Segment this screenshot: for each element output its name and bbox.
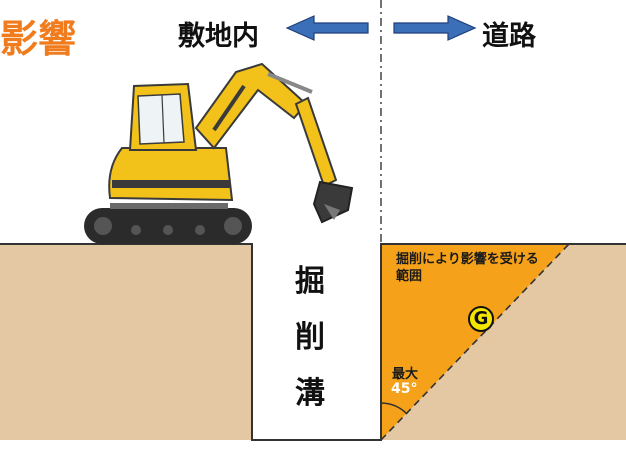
ground-left [0,244,252,440]
g-marker-icon: G [468,306,494,332]
angle-value: 45° [391,381,418,397]
arrow-right-icon [393,15,477,41]
max-angle-label: 最大 [392,367,419,382]
excavator-icon [84,62,354,244]
trench-char-3: 溝 [295,376,325,411]
road-side-label: 道路 [482,21,536,52]
trench-char-2: 削 [295,320,325,355]
influence-zone-label: 掘削により影響を受ける範囲 [396,252,539,284]
title-fragment: 影響 [0,17,77,61]
site-side-label: 敷地内 [178,21,259,52]
arrow-left-icon [285,15,369,41]
angle-arc [380,402,408,415]
slope-line [380,243,570,441]
trench-char-1: 掘 [295,264,325,299]
